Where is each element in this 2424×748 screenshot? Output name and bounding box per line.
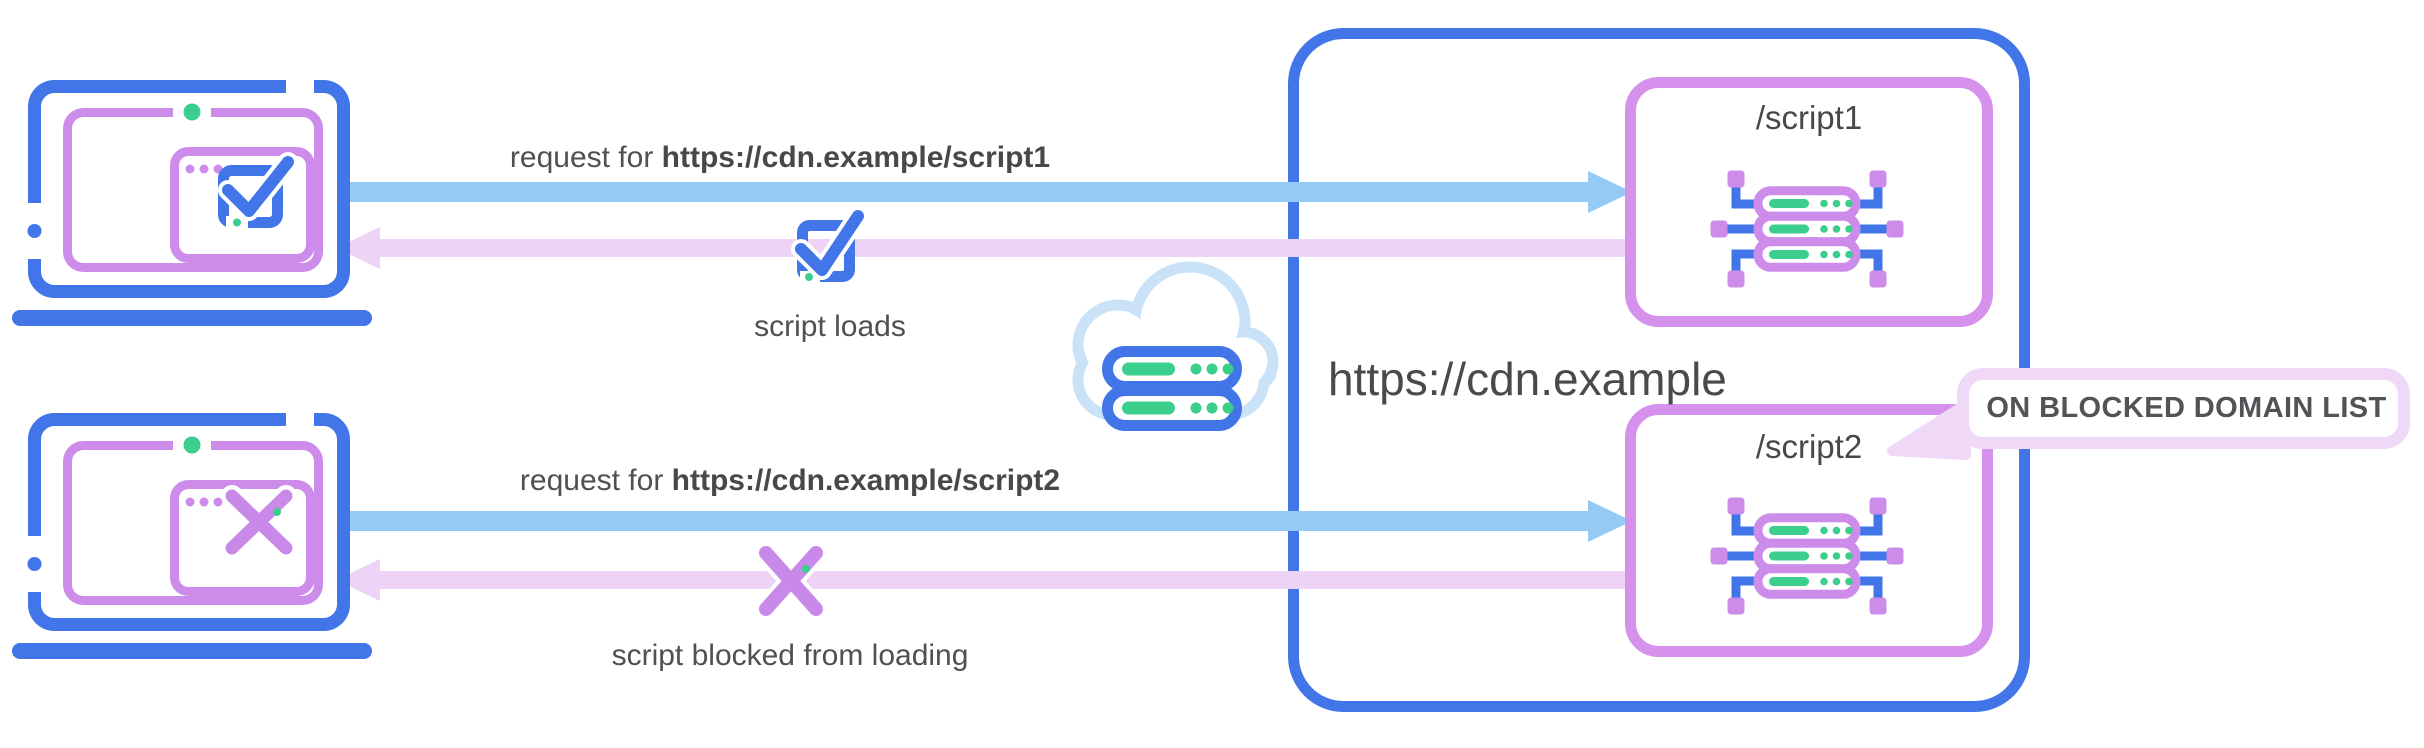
request-script1-label: request for https://cdn.example/script1 bbox=[400, 141, 1160, 176]
blocked-x-icon bbox=[755, 542, 827, 620]
request-script1-url: https://cdn.example/script1 bbox=[661, 141, 1051, 174]
cdn-cloud-server-icon bbox=[1072, 261, 1279, 431]
cdn-host-label: https://cdn.example bbox=[1328, 353, 1727, 405]
server-cluster-icon-script1 bbox=[1711, 171, 1904, 288]
check-icon bbox=[791, 206, 868, 283]
request-script2-prefix: request for bbox=[519, 464, 672, 497]
request-arrow-script2 bbox=[338, 500, 1632, 542]
request-script2-url: https://cdn.example/script2 bbox=[671, 464, 1061, 497]
blocked-domain-banner: ON BLOCKED DOMAIN LIST bbox=[1986, 392, 2387, 424]
request-script2-label: request for https://cdn.example/script2 bbox=[410, 464, 1170, 499]
script-blocked-label: script blocked from loading bbox=[611, 639, 969, 672]
script2-label: /script2 bbox=[1755, 428, 1863, 465]
laptop-allowed-icon bbox=[12, 72, 372, 326]
laptop-blocked-icon bbox=[12, 405, 372, 659]
request-arrow-script1 bbox=[338, 171, 1632, 213]
speech-bubble bbox=[1887, 368, 2410, 460]
script-loads-label: script loads bbox=[754, 310, 906, 343]
response-arrow-script2 bbox=[336, 559, 1637, 601]
script1-label: /script1 bbox=[1755, 99, 1863, 136]
request-script1-prefix: request for bbox=[509, 141, 662, 174]
response-arrow-script1 bbox=[336, 227, 1637, 269]
server-cluster-icon-script2 bbox=[1711, 498, 1904, 615]
